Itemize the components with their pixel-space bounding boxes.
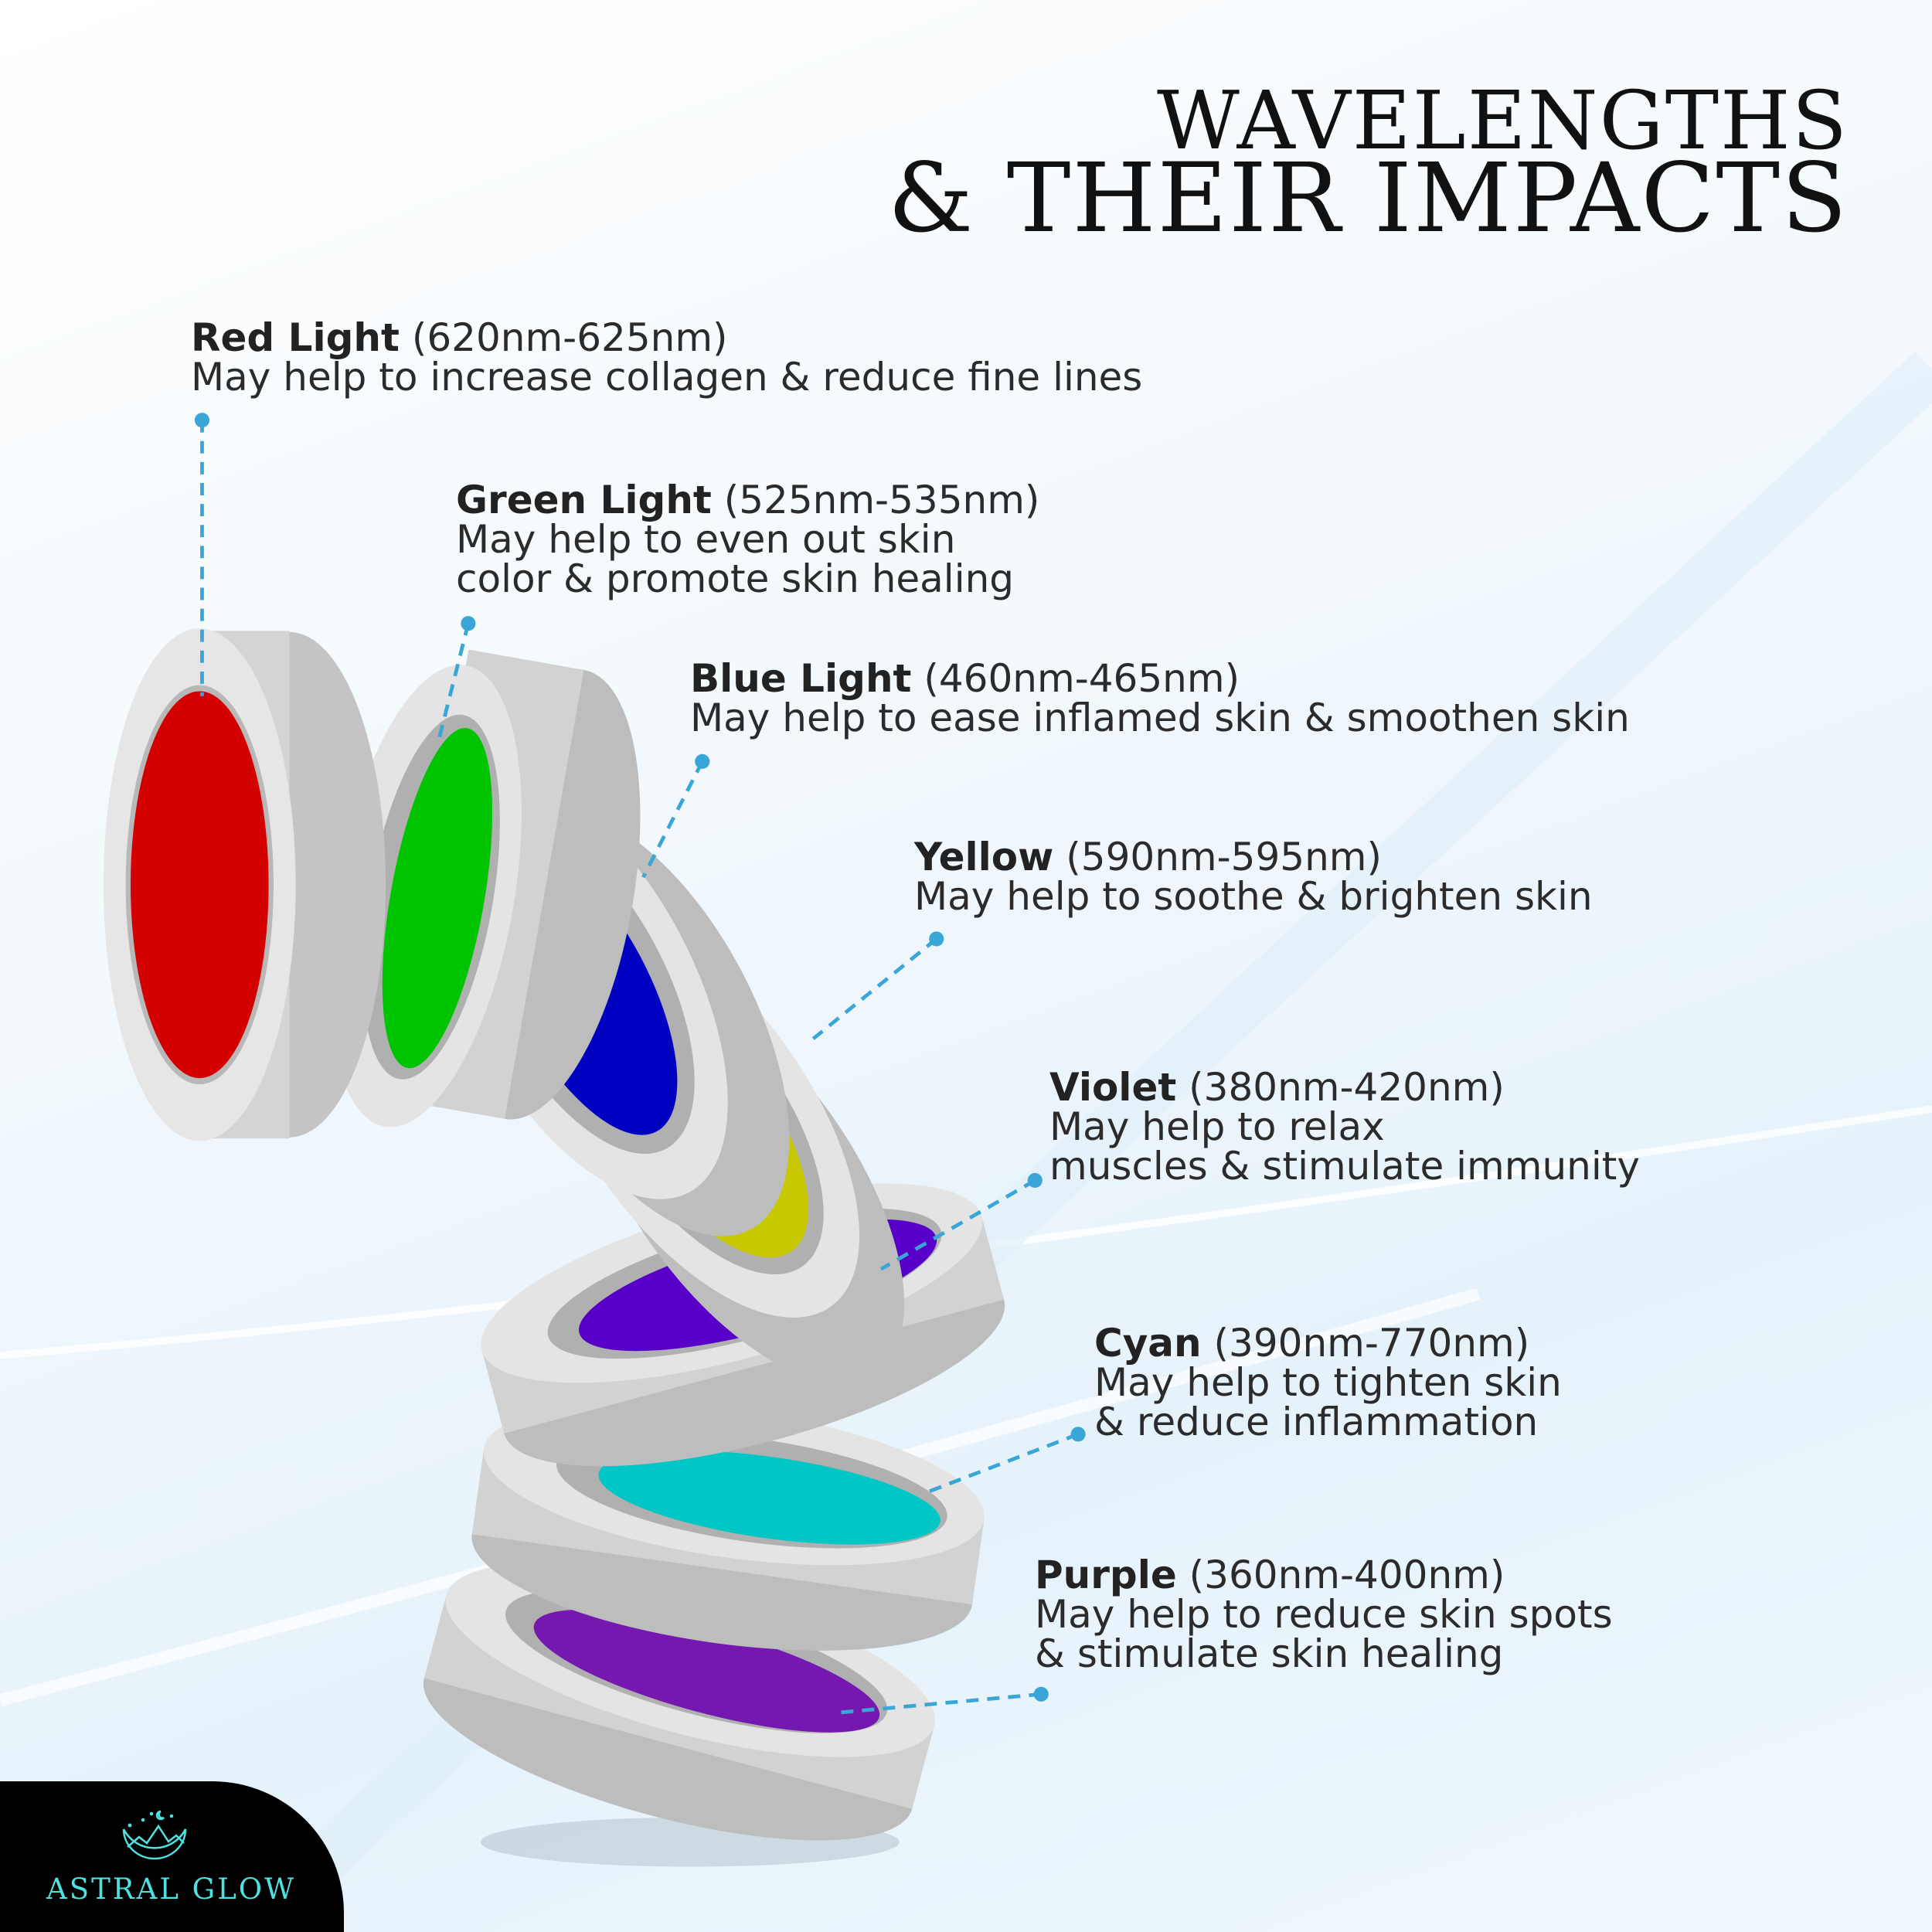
- purple-light-label: Purple (360nm-400nm) May help to reduce …: [1035, 1556, 1613, 1674]
- light-range: (620nm-625nm): [411, 315, 728, 360]
- brand-logo: ASTRAL GLOW: [0, 1781, 344, 1932]
- yellow-light-label: Yellow (590nm-595nm) May help to soothe …: [914, 838, 1593, 917]
- light-range: (390nm-770nm): [1213, 1321, 1530, 1366]
- light-range: (360nm-400nm): [1189, 1553, 1505, 1597]
- light-range: (590nm-595nm): [1066, 835, 1382, 879]
- light-description: color & promote skin healing: [456, 556, 1015, 601]
- blue-light-label: Blue Light (460nm-465nm) May help to eas…: [690, 659, 1630, 738]
- light-description: May help to ease inflamed skin & smoothe…: [690, 696, 1630, 740]
- light-description: May help to reduce skin spots: [1035, 1592, 1613, 1637]
- light-name: Green Light: [456, 478, 712, 522]
- moon-mountain-icon: [122, 1810, 187, 1860]
- light-name: Cyan: [1094, 1321, 1202, 1366]
- light-description: muscles & stimulate immunity: [1049, 1144, 1640, 1189]
- callout-lines: [194, 413, 1086, 1715]
- light-description: May help to even out skin: [456, 517, 956, 562]
- light-description: May help to increase collagen & reduce f…: [191, 355, 1143, 400]
- light-name: Red Light: [191, 315, 400, 360]
- title-line-2: & THEIR IMPACTS: [888, 143, 1849, 254]
- light-description: & reduce inflammation: [1094, 1400, 1539, 1444]
- title-line-1: WAVELENGTHS: [1156, 73, 1849, 168]
- light-name: Yellow: [914, 835, 1054, 879]
- light-name: Violet: [1049, 1065, 1177, 1110]
- green-light-label: Green Light (525nm-535nm) May help to ev…: [456, 481, 1039, 599]
- violet-light-label: Violet (380nm-420nm) May help to relax m…: [1049, 1068, 1640, 1186]
- light-range: (380nm-420nm): [1189, 1065, 1505, 1110]
- light-name: Purple: [1035, 1553, 1177, 1597]
- red-light-label: Red Light (620nm-625nm) May help to incr…: [191, 318, 1142, 397]
- light-description: May help to relax: [1049, 1104, 1385, 1149]
- light-range: (525nm-535nm): [723, 478, 1040, 522]
- red-disc: [103, 628, 386, 1141]
- light-range: (460nm-465nm): [923, 656, 1240, 701]
- light-description: May help to tighten skin: [1094, 1360, 1562, 1405]
- light-description: May help to soothe & brighten skin: [914, 874, 1593, 919]
- brand-name: ASTRAL GLOW: [46, 1872, 297, 1906]
- cyan-light-label: Cyan (390nm-770nm) May help to tighten s…: [1094, 1324, 1562, 1442]
- light-name: Blue Light: [690, 656, 912, 701]
- light-description: & stimulate skin healing: [1035, 1631, 1504, 1676]
- purple-disc: [423, 1563, 936, 1841]
